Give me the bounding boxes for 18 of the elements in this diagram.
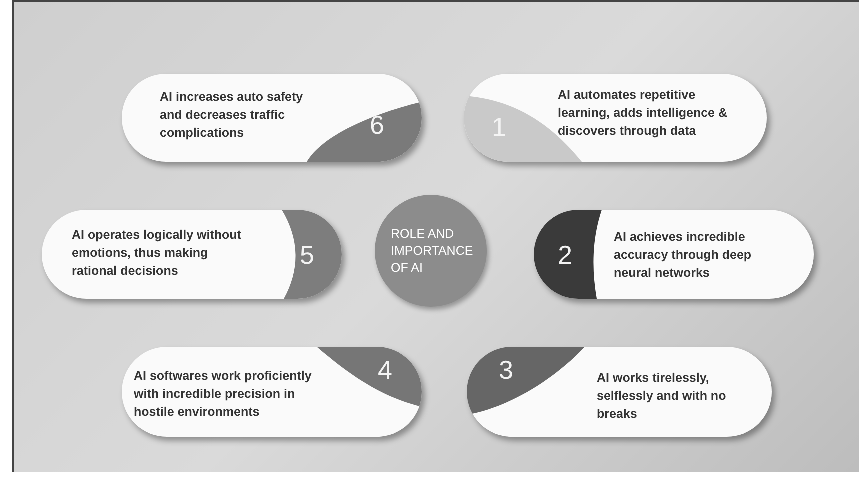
step-number: 2 [558,240,572,270]
step-number: 5 [300,240,314,270]
pill-card [464,74,767,162]
pill-card [534,210,814,299]
description-text: AI achieves incredible accuracy through deep neural networks [614,229,753,282]
pill-card [467,347,772,437]
step-number: 6 [370,110,384,140]
description-text: AI increases auto safety and decreases traffic complications [160,89,304,142]
center-title: ROLE AND IMPORTANCE OF AI [391,226,471,276]
description-text: AI softwares work proficiently with incredible precision in hostile environments [134,368,313,421]
pill-card [42,210,342,299]
description-text: AI automates repetitive learning, adds intelligence & discovers through data [558,87,728,140]
step-number: 3 [499,355,514,385]
description-text: AI operates logically without emotions, thus making rational decisions [72,227,242,280]
pill-card [122,74,422,162]
description-text: AI works tirelessly, selflessly and with no breaks [597,370,728,423]
pill-card [122,347,422,437]
step-number: 4 [378,355,392,385]
